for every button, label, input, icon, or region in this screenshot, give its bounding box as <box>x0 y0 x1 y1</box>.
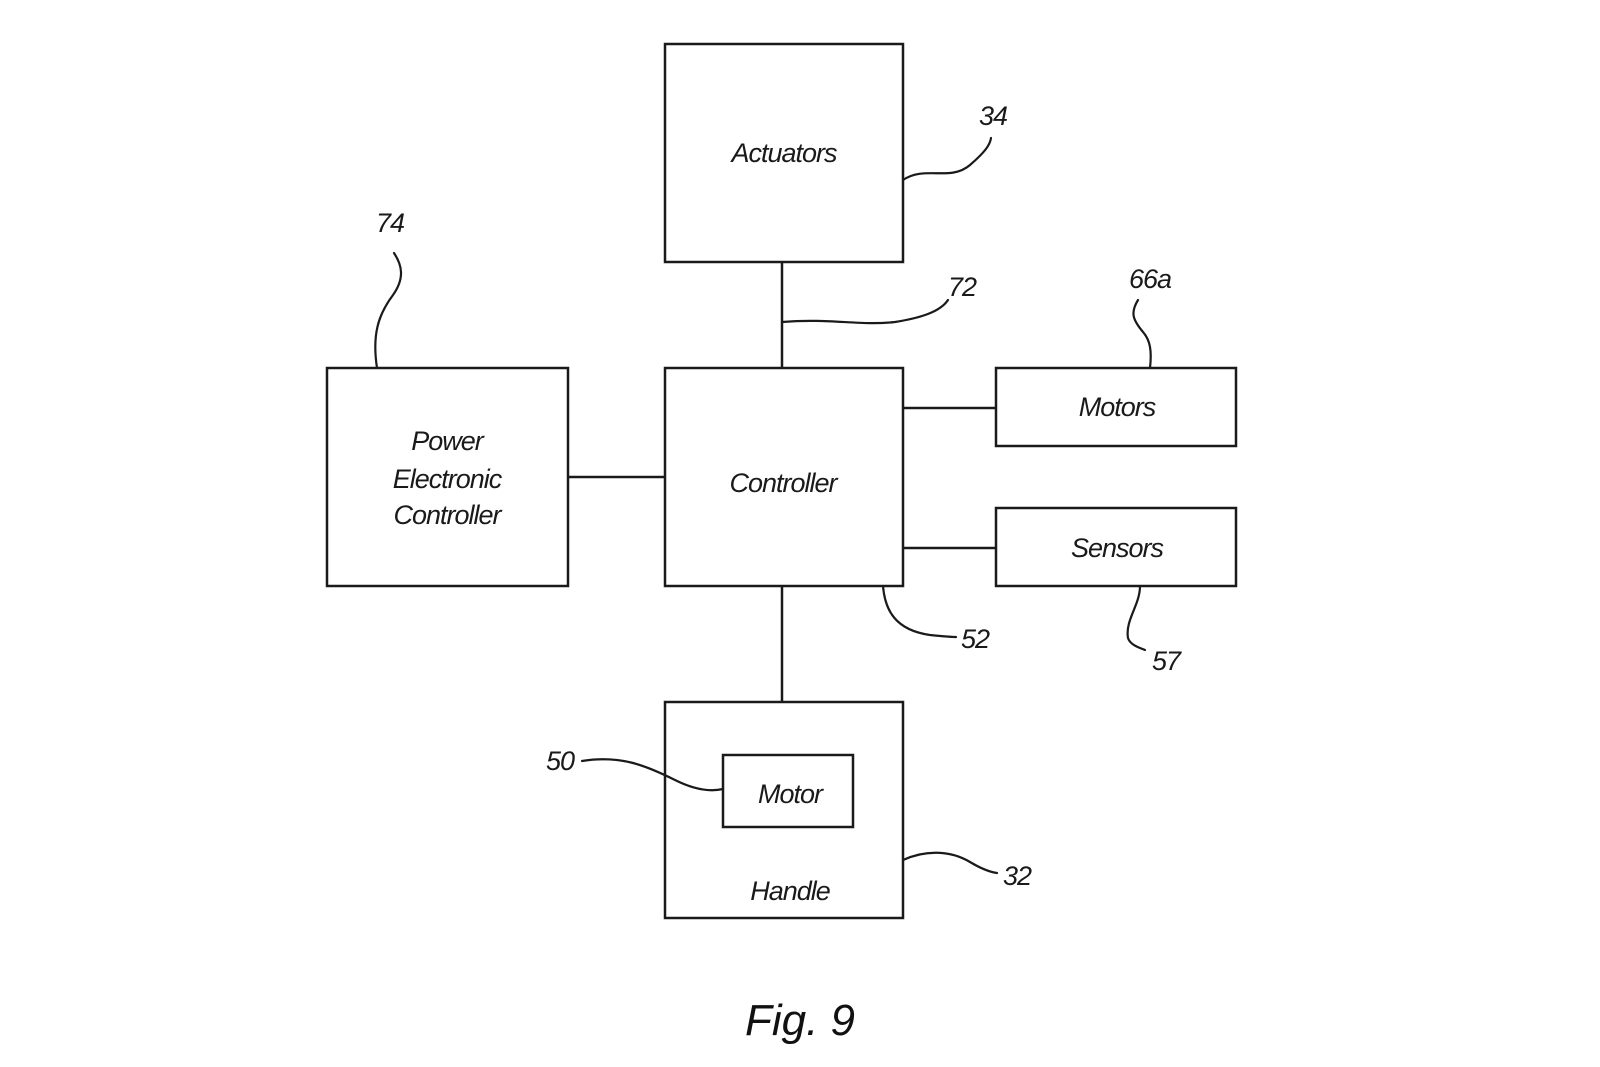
leader-66a <box>1132 298 1152 370</box>
ref-numeral-52: 52 <box>961 624 990 654</box>
ref-numeral-72: 72 <box>948 272 977 302</box>
actuators-block: Actuators <box>663 42 905 264</box>
power-electronic-controller-block: Power Electronic Controller <box>325 366 570 588</box>
leader-72 <box>780 298 950 325</box>
leader-74 <box>374 251 403 370</box>
controller-label: Controller <box>729 468 838 498</box>
leader-52 <box>881 584 958 639</box>
leader-34 <box>901 136 993 182</box>
sensors-block: Sensors <box>994 506 1238 588</box>
motors-label: Motors <box>1079 392 1156 422</box>
leader-57 <box>1126 584 1147 652</box>
power-electronic-controller-label-line3: Controller <box>393 500 502 530</box>
power-electronic-controller-label-line1: Power <box>411 426 485 456</box>
controller-block: Controller <box>663 366 905 588</box>
figure-caption: Fig. 9 <box>745 996 855 1045</box>
power-electronic-controller-label-line2: Electronic <box>393 464 503 494</box>
ref-numeral-57: 57 <box>1152 646 1182 676</box>
ref-numeral-66a: 66a <box>1129 264 1172 294</box>
ref-numeral-74: 74 <box>376 208 404 238</box>
ref-numeral-34: 34 <box>979 101 1007 131</box>
motors-block: Motors <box>994 366 1238 448</box>
ref-numeral-50: 50 <box>546 746 575 776</box>
handle-label: Handle <box>750 876 831 906</box>
actuators-label: Actuators <box>729 138 837 168</box>
leader-50 <box>580 758 725 792</box>
motor-block: Motor <box>721 753 855 829</box>
motor-label: Motor <box>758 779 824 809</box>
leader-32 <box>901 851 999 875</box>
ref-numeral-32: 32 <box>1003 861 1032 891</box>
sensors-label: Sensors <box>1071 533 1164 563</box>
